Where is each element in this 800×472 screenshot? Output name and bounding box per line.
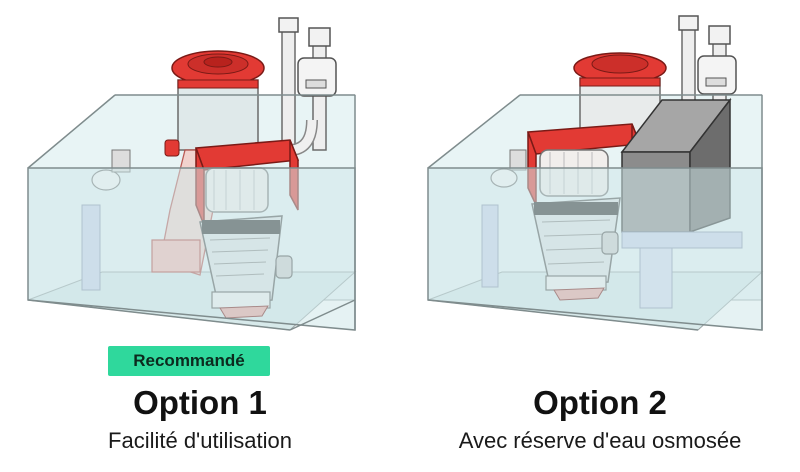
- skimmer-cup: [177, 79, 259, 151]
- sump-illustration-option-2: [427, 15, 764, 331]
- pipe-cap-2: [308, 27, 331, 47]
- pump-label-plate: [305, 79, 327, 89]
- recommended-badge: Recommandé: [108, 346, 270, 376]
- option-2-subtitle: Avec réserve d'eau osmosée: [458, 428, 742, 453]
- pump-head: [297, 57, 337, 97]
- red-knob: [164, 139, 180, 157]
- pipe-cap: [278, 17, 299, 33]
- option-2-title: Option 2: [533, 384, 667, 421]
- sump-illustration-option-1: [27, 17, 357, 331]
- option-2-card: Option 2 Avec réserve d'eau osmosée: [400, 0, 800, 472]
- option-1-title: Option 1: [133, 384, 267, 421]
- pump-head: [697, 55, 737, 95]
- return-pipe: [681, 27, 696, 109]
- return-pipe: [281, 29, 296, 151]
- option-1-subtitle: Facilité d'utilisation: [108, 428, 292, 453]
- option-1-card: Recommandé Option 1 Facilité d'utilisati…: [27, 17, 357, 453]
